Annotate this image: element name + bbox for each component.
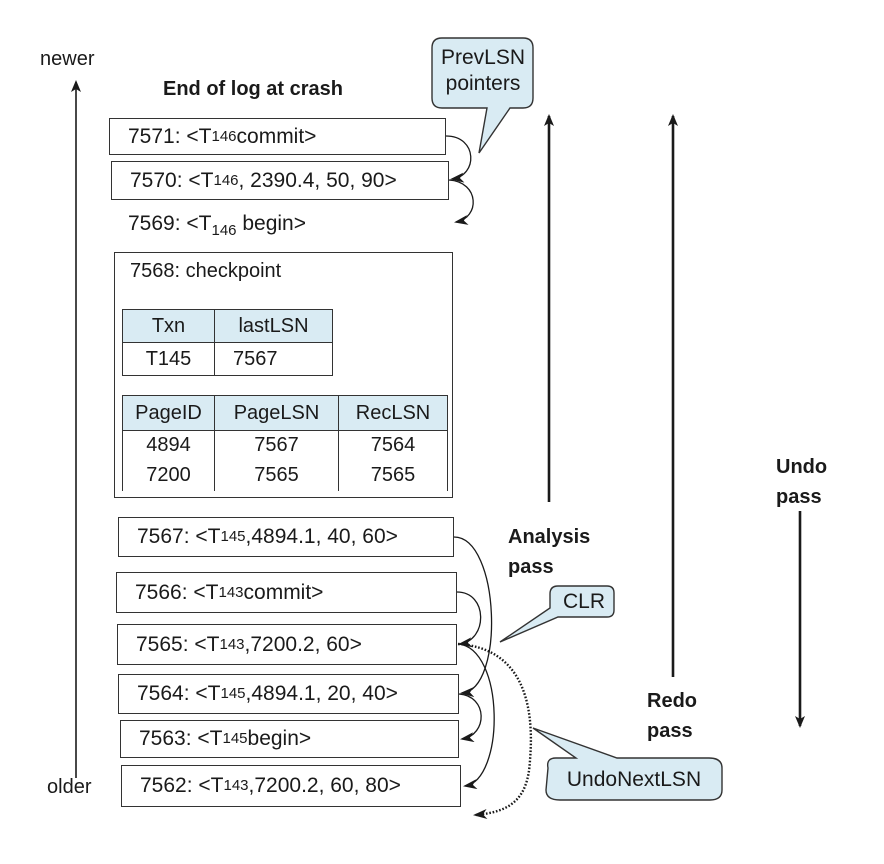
prevlsn-pointer-7566-7565 bbox=[456, 591, 482, 648]
prevlsn-pointer-7567-7564 bbox=[453, 536, 493, 698]
txn-cell: T145 bbox=[122, 342, 215, 376]
log-record-7569: 7569: <T146 begin> bbox=[128, 212, 306, 239]
undonextlsn-callout-text: UndoNextLSN bbox=[566, 768, 702, 791]
page-cell: 7565 bbox=[214, 459, 339, 491]
lastlsn-header: lastLSN bbox=[214, 309, 333, 343]
page-cell: 7564 bbox=[338, 430, 448, 460]
older-label: older bbox=[47, 776, 92, 798]
undonextlsn-pointer bbox=[457, 642, 533, 819]
prevlsn-pointer-7571-7570 bbox=[445, 135, 472, 183]
page-cell: 4894 bbox=[122, 430, 215, 460]
prevlsn-pointer-7565-7562 bbox=[457, 643, 495, 790]
checkpoint-label: 7568: checkpoint bbox=[130, 260, 282, 282]
newer-label: newer bbox=[40, 48, 95, 70]
undonextlsn-callout bbox=[532, 727, 723, 801]
page-cell: 7565 bbox=[338, 459, 448, 491]
txn-header: Txn bbox=[122, 309, 215, 343]
reclsn-header: RecLSN bbox=[338, 395, 448, 431]
page-cell: 7567 bbox=[214, 430, 339, 460]
clr-callout-text: CLR bbox=[562, 590, 605, 613]
prevlsn-pointer-7564-7563 bbox=[458, 693, 482, 743]
prevlsn-pointer-7570-7569 bbox=[448, 179, 474, 225]
pageid-header: PageID bbox=[122, 395, 215, 431]
clr-callout bbox=[499, 585, 615, 643]
prevlsn-callout bbox=[431, 37, 534, 154]
lastlsn-cell: 7567 bbox=[214, 342, 333, 376]
page-cell: 7200 bbox=[122, 459, 215, 491]
transaction-table: Txn lastLSN T145 7567 bbox=[122, 309, 333, 376]
end-of-log-title: End of log at crash bbox=[163, 78, 344, 100]
pagelsn-header: PageLSN bbox=[214, 395, 339, 431]
dirty-page-table: PageID PageLSN RecLSN 4894 7567 7564 720… bbox=[122, 395, 448, 491]
